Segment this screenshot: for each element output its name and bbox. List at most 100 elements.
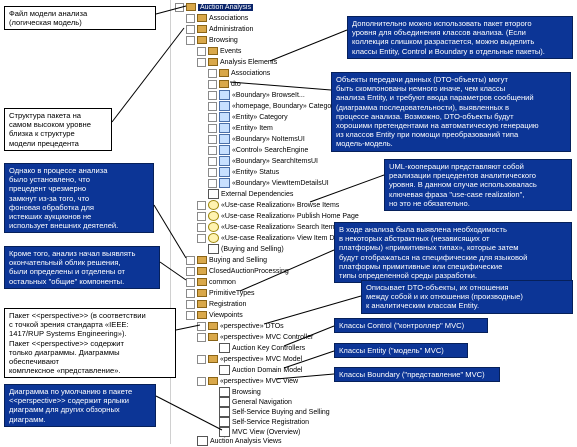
collapse-icon[interactable] [186,35,195,45]
expand-icon[interactable] [197,211,206,221]
expand-icon[interactable] [197,200,206,210]
tree-row[interactable]: Associations [186,13,248,24]
tree-row-label: External Dependencies [221,191,294,198]
tree-row[interactable]: «Entity» Item [208,123,273,134]
callout-model-file: Файл модели анализа(логическая модель) [4,6,156,31]
expand-icon[interactable] [186,277,195,287]
tree-row[interactable]: «perspective» MVC Model [197,354,302,365]
tree-row[interactable]: «perspective» DTOs [197,321,284,332]
tree-row[interactable]: Analysis Elements [197,57,277,68]
tree-row[interactable]: «homepage, Boundary» Categor... [208,101,339,112]
tree-row-label: «Boundary» SearchItemsUI [232,158,318,165]
tree-row[interactable]: common [186,277,236,288]
expand-icon[interactable] [208,145,217,155]
package-icon [197,300,207,309]
expand-icon[interactable] [208,68,217,78]
expand-icon[interactable] [208,178,217,188]
callout-line: диаграмм для других обзорных [9,405,120,415]
tree-row[interactable]: «Boundary» SearchItemsUI [208,156,318,167]
tree-row[interactable]: Auction Analysis Views [186,436,281,447]
tree-row[interactable]: «Use-case Realization» Search Items [197,222,338,233]
expand-icon[interactable] [186,266,195,276]
tree-row[interactable]: Auction Domain Model [208,365,302,376]
collapse-icon[interactable] [197,354,206,364]
expand-icon[interactable] [186,288,195,298]
tree-row[interactable]: Registration [186,299,246,310]
tree-row[interactable]: (Buying and Selling) [197,244,284,255]
callout-line: <<perspective>> содержит ярлыки [9,396,129,406]
tree-row[interactable]: PrimitiveTypes [186,288,255,299]
tree-row[interactable]: External Dependencies [197,189,293,200]
class-icon [219,145,230,156]
tree-row[interactable]: Administration [186,24,253,35]
tree-row[interactable]: «Use-case Realization» Browse Items [197,200,339,211]
expand-icon[interactable] [186,13,195,23]
callout-line: окончательный облик решения, [9,258,121,268]
callout-line: платформы) «примитивных типах», которые … [339,243,519,253]
expand-icon[interactable] [208,167,217,177]
tree-row-label: «perspective» MVC Model [220,356,303,363]
tree-row[interactable]: «perspective» MVC Controller [197,332,313,343]
use-case-icon [208,233,219,244]
tree-row[interactable]: MVC View (Overview) [208,427,300,438]
expand-icon[interactable] [208,123,217,133]
package-icon [197,36,207,45]
collapse-icon[interactable] [186,310,195,320]
tree-row[interactable]: Viewpoints [186,310,243,321]
tree-row[interactable]: Buying and Selling [186,255,267,266]
callout-line: между собой и их отношения (производные) [366,292,523,302]
tree-row[interactable]: «perspective» MVC View [197,376,298,387]
class-icon [219,167,230,178]
expand-icon[interactable] [208,156,217,166]
expand-icon[interactable] [197,222,206,232]
use-case-icon [208,211,219,222]
tree-row[interactable]: ClosedAuctionProcessing [186,266,289,277]
tree-row[interactable]: «Boundary» NoItemsUI [208,134,305,145]
tree-row[interactable]: Browsing [208,387,261,398]
collapse-icon[interactable] [175,2,184,12]
callout-line: коллекция слишком разрастается, можно вы… [352,37,535,47]
expand-icon[interactable] [186,299,195,309]
package-icon [197,256,207,265]
tree-row[interactable]: dto [208,79,241,90]
expand-icon[interactable] [197,321,206,331]
diagram-icon [219,407,230,418]
callout-line: (диаграмма последовательности), выявленн… [336,102,510,112]
callout-line: быть скомпонованы немного иначе, чем кла… [336,84,506,94]
callout-line: замкнут из-за того, что [9,193,90,203]
expand-icon[interactable] [197,46,206,56]
tree-row-label: «homepage, Boundary» Categor... [232,103,340,110]
collapse-icon[interactable] [197,376,206,386]
tree-row[interactable]: Auction Key Controllers [208,343,305,354]
tree-row-label: «Boundary» BrowseIt... [232,92,305,99]
tree-row[interactable]: «Control» SearchEngine [208,145,308,156]
callout-line: платформы примитивные или специфические [339,261,503,271]
collapse-icon[interactable] [197,57,206,67]
tree-row[interactable]: «Entity» Category [208,112,288,123]
tree-row[interactable]: Auction Analysis [175,2,253,13]
callout-line: было установлено, что [9,175,90,185]
expand-icon[interactable] [208,79,217,89]
tree-row[interactable]: «Entity» Status [208,167,279,178]
tree-row[interactable]: Browsing [186,35,238,46]
tree-row[interactable]: «Boundary» BrowseIt... [208,90,305,101]
tree-row[interactable]: «Use-case Realization» Publish Home Page [197,211,359,222]
expand-icon[interactable] [208,90,217,100]
callout-line: Дополнительно можно использовать пакет в… [352,19,532,28]
expand-icon[interactable] [208,112,217,122]
callout-entity-classes: Классы Entity ("модель" MVC) [334,343,468,359]
expand-icon[interactable] [197,233,206,243]
expand-icon[interactable] [186,24,195,34]
callout-line: будут отображаться на специфические для … [339,252,528,262]
expand-icon[interactable] [186,255,195,265]
tree-row[interactable]: Events [197,46,241,57]
tree-row-label: Associations [231,70,271,77]
expand-icon[interactable] [208,134,217,144]
tree-row[interactable]: «Use-case Realization» View Item Details [197,233,351,244]
expand-icon[interactable] [208,101,217,111]
class-icon [219,123,230,134]
tree-row[interactable]: Associations [208,68,270,79]
tree-row[interactable]: «Boundary» ViewItemDetailsUI [208,178,329,189]
collapse-icon[interactable] [197,332,206,342]
callout-line: уровня для объединения классов анализа. … [352,28,526,38]
